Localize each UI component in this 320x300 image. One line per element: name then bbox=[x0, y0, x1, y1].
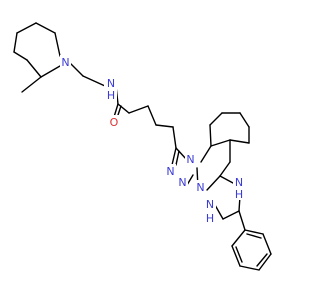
molecule-diagram: N N H O N N N N N H bbox=[13, 22, 272, 271]
atom-n-piperidine-label: N bbox=[61, 56, 69, 69]
atom-nh-ring-bottom-n: N bbox=[206, 198, 214, 211]
atom-o-carbonyl-label: O bbox=[110, 116, 119, 129]
atom-n-ring-bridge-label: N bbox=[196, 181, 204, 194]
atom-o-carbonyl: O bbox=[108, 115, 120, 129]
atom-n-triazole-1-label: N bbox=[166, 165, 174, 178]
bond-group bbox=[13, 22, 272, 271]
atom-nh-amide: N H bbox=[104, 76, 117, 102]
atom-n-ring-top: N bbox=[185, 152, 196, 166]
atom-nh-ring-bottom: N H bbox=[204, 197, 216, 225]
atom-n-ring-top-label: N bbox=[186, 153, 194, 166]
atom-labels: N N H O N N N N N H bbox=[60, 55, 245, 225]
atom-n-ring-bridge: N bbox=[195, 180, 206, 194]
atom-nh-ring-right: N H bbox=[233, 175, 245, 201]
atom-n-triazole-1: N bbox=[165, 164, 176, 178]
atom-n-triazole-2: N bbox=[177, 175, 188, 189]
atom-n-triazole-2-label: N bbox=[178, 176, 186, 189]
atom-nh-ring-bottom-h: H bbox=[206, 212, 214, 225]
atom-n-piperidine: N bbox=[60, 55, 71, 69]
atom-nh-amide-n: N bbox=[107, 77, 115, 90]
atom-nh-ring-right-h: H bbox=[235, 188, 243, 201]
atom-nh-amide-h: H bbox=[107, 89, 115, 102]
atom-nh-ring-right-n: N bbox=[235, 176, 243, 189]
